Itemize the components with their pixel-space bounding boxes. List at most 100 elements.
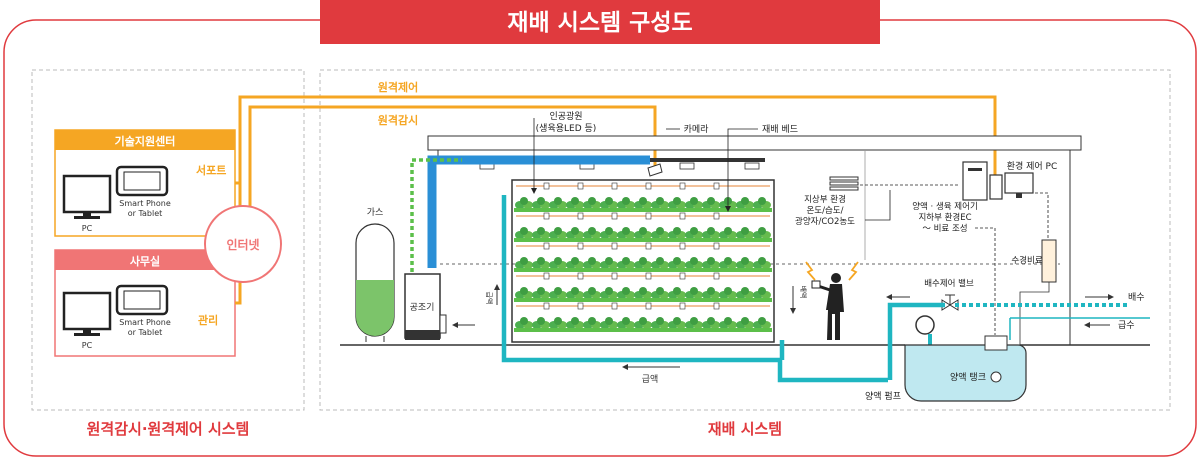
plant-icon	[668, 227, 686, 239]
fertilizer-pipe	[1019, 282, 1050, 345]
plant-icon	[583, 257, 601, 269]
plant-icon	[549, 257, 567, 269]
led-light-icon	[679, 182, 686, 190]
arrow-head	[452, 322, 458, 328]
plant-icon	[617, 227, 635, 239]
plant-icon	[634, 227, 652, 239]
led-light-icon	[679, 212, 686, 220]
plant-icon	[702, 197, 720, 209]
plant-icon	[753, 227, 771, 239]
nutrient-ctrl-label-2: 지하부 환경EC	[918, 212, 971, 223]
plant-icon	[600, 257, 618, 269]
valve-icon	[941, 294, 959, 311]
remote-control-line	[238, 95, 997, 210]
plant-icon	[651, 287, 669, 299]
roof-beam	[427, 135, 1082, 151]
tech-center-device-label-1: Smart Phone	[119, 199, 171, 208]
env-pc-label: 환경 제어 PC	[1007, 160, 1058, 172]
plant-icon	[549, 227, 567, 239]
plant-icon	[600, 197, 618, 209]
led-light-icon	[543, 242, 550, 250]
nutrient-ctrl-label-3: ～ 비료 조성	[922, 224, 967, 234]
plant-icon	[702, 257, 720, 269]
plant-icon	[736, 317, 754, 329]
pc-icon	[62, 174, 112, 219]
led-light-icon	[679, 272, 686, 280]
led-light-icon	[645, 302, 652, 310]
office-pc-label: PC	[82, 341, 93, 350]
supply-liquid-label: 급액	[642, 373, 659, 385]
aircon-label: 공조기	[410, 302, 435, 313]
arrow-head	[1084, 322, 1090, 328]
led-light-icon	[577, 182, 584, 190]
led-light-icon	[543, 212, 550, 220]
drain-valve-label: 배수제어 밸브	[924, 278, 974, 289]
plant-icon	[617, 317, 635, 329]
plant-icon	[515, 317, 533, 329]
plant-icon	[753, 257, 771, 269]
plant-icon	[736, 197, 754, 209]
plant-icon	[753, 197, 771, 209]
plant-icon	[634, 287, 652, 299]
plant-icon	[515, 257, 533, 269]
led-light-icon	[577, 302, 584, 310]
gas-label: 가스	[367, 207, 384, 218]
plant-icon	[532, 227, 550, 239]
arrow-head	[725, 206, 731, 212]
up-arrow-label: 급액	[485, 292, 493, 305]
plant-icon	[651, 227, 669, 239]
plant-icon	[532, 257, 550, 269]
plant-icon	[736, 257, 754, 269]
led-light-icon	[645, 212, 652, 220]
plant-icon	[549, 287, 567, 299]
plant-icon	[549, 317, 567, 329]
rack-frame	[511, 179, 775, 343]
internet-circle	[204, 205, 282, 283]
plant-icon	[583, 197, 601, 209]
plant-icon	[583, 317, 601, 329]
support-label: 서포트	[196, 163, 226, 177]
plant-icon	[549, 197, 567, 209]
plant-icon	[617, 287, 635, 299]
remote-section-box	[31, 69, 305, 411]
internet-label: 인터넷	[226, 237, 259, 252]
pump-icon	[915, 315, 935, 335]
plant-icon	[685, 197, 703, 209]
plant-icon	[583, 287, 601, 299]
plant-icon	[651, 197, 669, 209]
arrow-head	[531, 188, 537, 194]
nutrient-tank	[904, 335, 1027, 402]
down-arrow-label: 배액	[799, 286, 808, 299]
bed-leader	[727, 128, 758, 208]
arrow-head	[790, 308, 796, 314]
plant-icon	[617, 197, 635, 209]
plant-icon	[600, 317, 618, 329]
plant-icon	[753, 287, 771, 299]
light-label-1: 인공광원	[549, 110, 582, 122]
fertilizer-tank	[1041, 239, 1057, 283]
camera-icon	[647, 163, 663, 177]
plant-icon	[736, 227, 754, 239]
office-device-label-2: or Tablet	[128, 328, 163, 337]
plant-icon	[719, 257, 737, 269]
shelves-group	[514, 182, 772, 332]
cultivation-section-label: 재배 시스템	[708, 420, 782, 438]
led-light-icon	[611, 212, 618, 220]
led-light-icon	[645, 272, 652, 280]
tech-center-pc-label: PC	[82, 224, 93, 233]
plant-icon	[719, 227, 737, 239]
plant-icon	[736, 287, 754, 299]
plant-icon	[532, 317, 550, 329]
arrow-head	[494, 284, 500, 290]
plant-icon	[515, 287, 533, 299]
drain-label: 배수	[1128, 292, 1145, 303]
plant-icon	[702, 317, 720, 329]
plant-icon	[634, 317, 652, 329]
sensor-label-1: 지상부 환경	[804, 194, 846, 205]
led-light-icon	[611, 302, 618, 310]
bed-label: 재배 베드	[762, 124, 798, 135]
plant-icon	[651, 257, 669, 269]
tech-center-device-label-2: or Tablet	[128, 209, 163, 218]
remote-section-label: 원격감시·원격제어 시스템	[87, 420, 250, 438]
gas-tank	[355, 223, 395, 342]
